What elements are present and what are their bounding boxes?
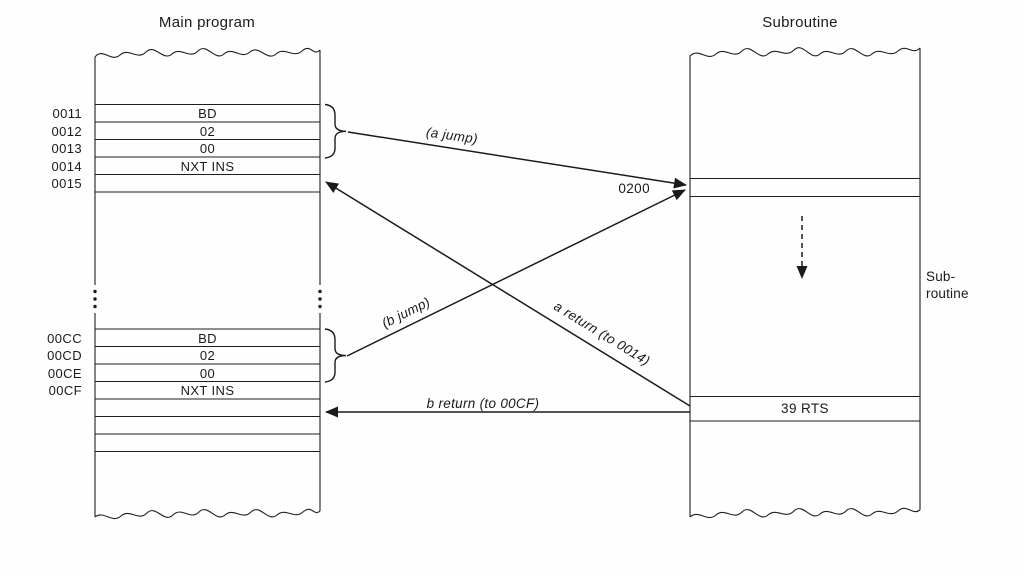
flow-arrows (325, 131, 808, 418)
memory-cell-value: 02 (199, 348, 216, 363)
address-label: 00CD (47, 348, 82, 363)
subroutine-box (689, 47, 921, 519)
memory-cell-value: BD (198, 330, 217, 346)
subroutine-side-label: Sub-routine (926, 269, 969, 301)
b-jump-arrow (346, 189, 686, 357)
instruction-braces (324, 103, 347, 383)
address-label: 00CC (47, 330, 82, 346)
memory-cell-value: BD (198, 106, 217, 121)
continuation-dots (93, 289, 322, 309)
main-program-box (94, 47, 321, 520)
b-return-label: b return (to 00CF) (426, 396, 540, 411)
main-program-title: Main program (158, 14, 256, 31)
subroutine-title: Subroutine (762, 14, 838, 31)
address-label: 0013 (51, 141, 82, 156)
memory-cell-value: 00 (199, 141, 216, 156)
a-return-arrow (325, 181, 691, 407)
address-label: 0011 (52, 106, 82, 121)
brace-a (324, 103, 347, 159)
address-label: 00CE (47, 365, 82, 381)
memory-cell-value: 02 (199, 123, 216, 139)
address-label: 0015 (51, 176, 82, 191)
subroutine-entry-address: 0200 (618, 181, 650, 196)
address-label: 00CF (48, 383, 82, 398)
memory-cell-value: NXT INS (180, 158, 235, 174)
subroutine-rts-cell: 39 RTS (781, 401, 829, 416)
memory-cell-value: NXT INS (180, 383, 235, 398)
address-label: 0014 (51, 158, 82, 174)
address-label: 0012 (51, 123, 82, 139)
memory-cell-value: 00 (199, 365, 216, 381)
brace-b (324, 328, 347, 383)
a-jump-arrow (347, 131, 687, 189)
